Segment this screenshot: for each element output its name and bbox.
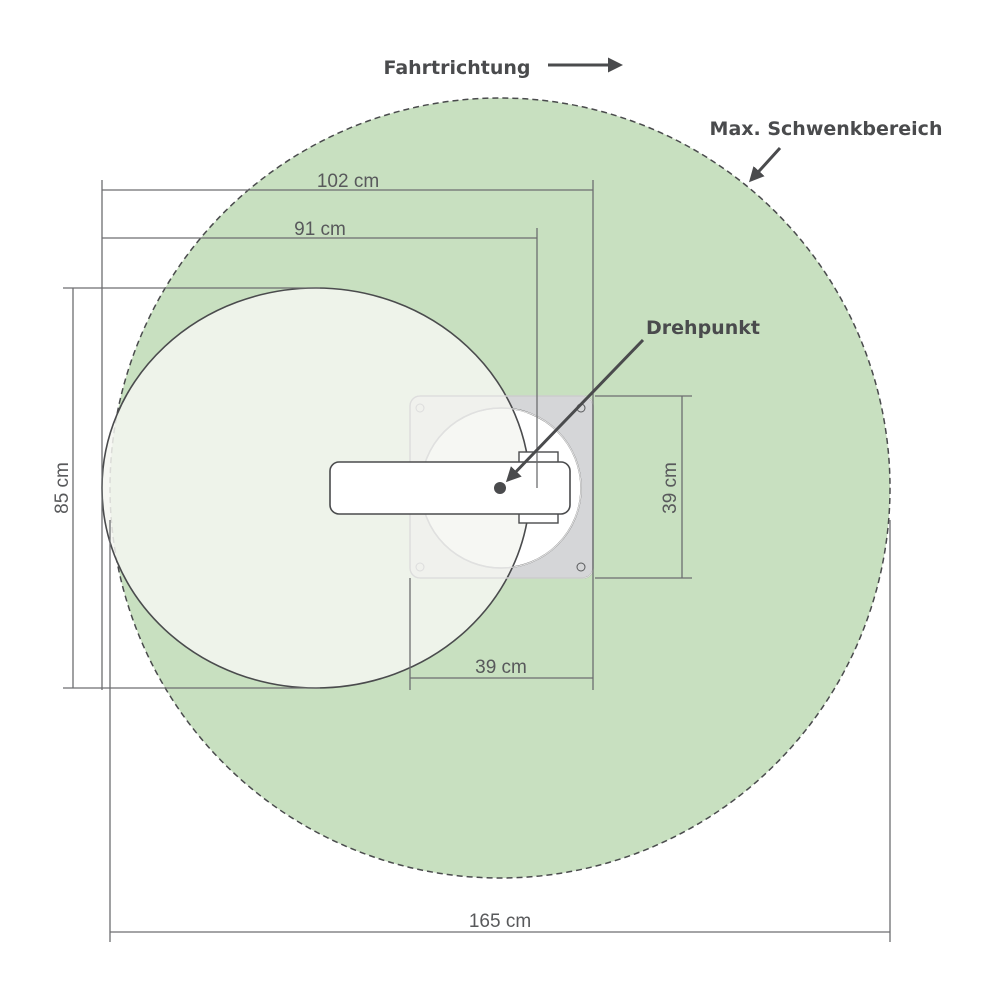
dim-arm-outer: 102 cm — [317, 171, 379, 192]
dim-table-depth: 85 cm — [52, 462, 73, 514]
swing-range-label: Max. Schwenkbereich — [710, 118, 943, 140]
plate-screw-icon — [576, 562, 586, 572]
dim-swing-diameter: 165 cm — [469, 911, 531, 932]
dimension-lines — [63, 180, 891, 942]
dim-arm-inner: 91 cm — [294, 219, 346, 240]
swing-range-arrow-icon — [748, 146, 782, 183]
dim-plate-width: 39 cm — [475, 657, 527, 678]
dim-plate-height: 39 cm — [660, 462, 681, 514]
pivot-point — [494, 482, 506, 494]
swing-arm — [329, 461, 571, 515]
direction-label: Fahrtrichtung — [383, 57, 530, 79]
pivot-arrow-icon — [505, 338, 645, 483]
pivot-label: Drehpunkt — [646, 317, 760, 339]
